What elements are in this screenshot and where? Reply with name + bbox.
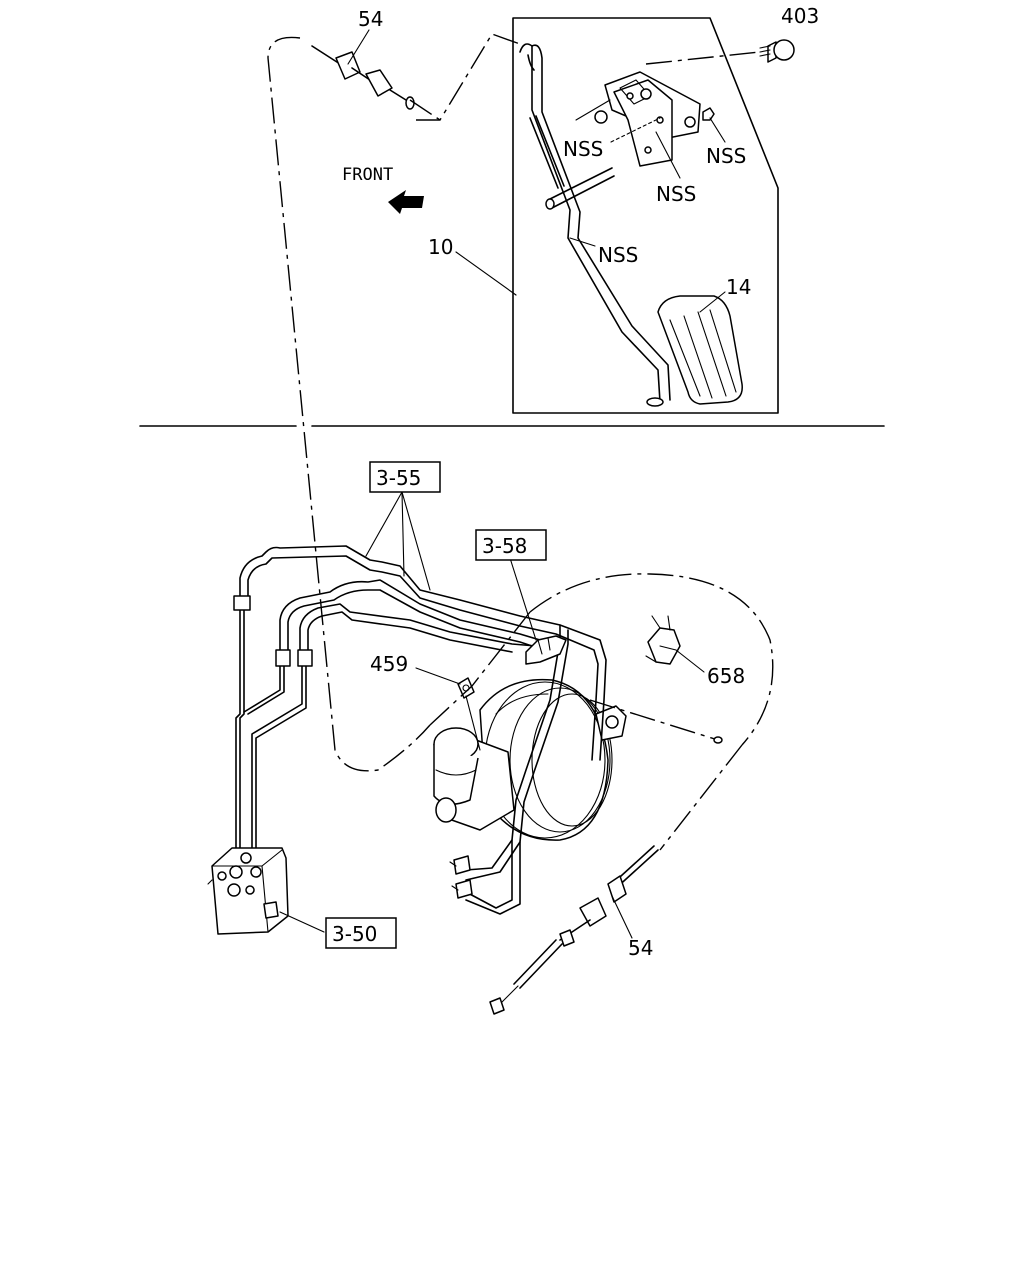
ref-box-3-58[interactable]: 3-58 xyxy=(475,529,547,561)
bolt-403 xyxy=(759,39,795,63)
callout-nss-4: NSS xyxy=(598,243,638,267)
callout-nss-1: NSS xyxy=(563,137,603,161)
ref-box-3-55[interactable]: 3-55 xyxy=(369,461,441,493)
bracket-nuts xyxy=(594,107,715,124)
abs-unit xyxy=(207,847,289,935)
bracket-3-58 xyxy=(525,635,567,665)
top-leaders xyxy=(347,29,726,313)
callout-nss-3: NSS xyxy=(656,182,696,206)
callout-14: 14 xyxy=(726,275,751,299)
pivot-shaft xyxy=(545,167,615,210)
callout-nss-2: NSS xyxy=(706,144,746,168)
callout-658: 658 xyxy=(707,664,745,688)
clip-459 xyxy=(457,677,475,699)
ref-3-55-label: 3-55 xyxy=(376,466,421,490)
part-658 xyxy=(645,615,681,665)
accelerator-cable-upper xyxy=(311,45,415,110)
ref-3-50-label: 3-50 xyxy=(332,922,377,946)
bottom-leaders xyxy=(279,491,705,939)
brake-pipes xyxy=(239,545,607,915)
accelerator-cable-lower xyxy=(489,699,743,1015)
master-cylinder xyxy=(433,727,515,831)
pipe-fittings xyxy=(233,595,473,899)
accelerator-pedal-arm xyxy=(519,43,671,407)
ref-3-58-label: 3-58 xyxy=(482,534,527,558)
abs-pipes xyxy=(235,609,307,851)
pedal-bracket xyxy=(604,71,701,167)
cable-routing-line xyxy=(267,33,521,772)
callout-403: 403 xyxy=(781,4,819,28)
front-label: FRONT xyxy=(342,165,393,185)
callout-459: 459 xyxy=(370,652,408,676)
cable-routing-booster xyxy=(429,611,531,726)
front-arrow-icon xyxy=(388,190,424,214)
booster-fitting xyxy=(595,705,627,741)
pedal-pad-14 xyxy=(657,295,743,405)
callout-54-top: 54 xyxy=(358,7,383,31)
pedal-inset-frame xyxy=(512,17,779,414)
bolt-403-leader xyxy=(645,51,761,65)
callout-54-bottom: 54 xyxy=(628,936,653,960)
ref-box-3-50[interactable]: 3-50 xyxy=(325,917,397,949)
callout-10: 10 xyxy=(428,235,453,259)
dash-panel-outline xyxy=(529,573,774,746)
